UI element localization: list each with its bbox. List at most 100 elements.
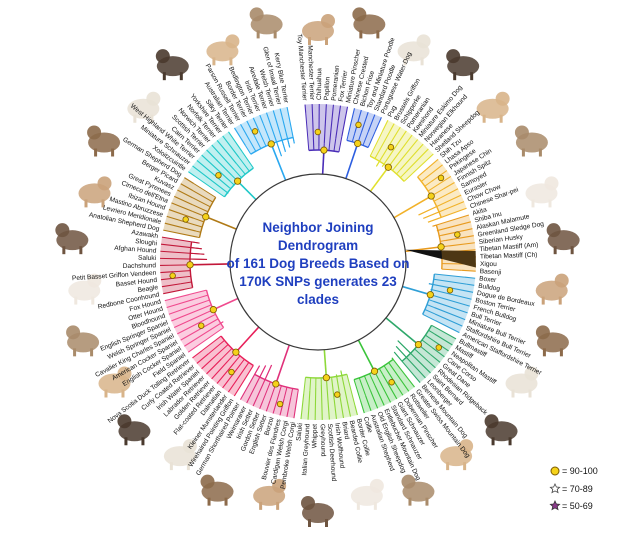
dog-leg-shape [425,498,428,506]
dog-leg-shape [170,462,173,470]
title-line-5: clades [297,292,339,307]
title-line-4: 170K SNPs generates 23 [239,274,397,289]
dog-head-shape [321,14,335,28]
bootstrap-node [187,262,193,268]
dog-leg-shape [559,297,562,305]
bootstrap-node [389,379,395,385]
dog-leg-shape [359,30,362,38]
dog-leg-shape [257,30,260,38]
dog-head-shape [536,325,550,339]
dog-head-shape [544,176,558,190]
clade-stem [402,287,430,295]
dog-head-shape [87,126,101,140]
clade-spoke [282,140,285,152]
clade-spoke [428,217,441,222]
dog-photo-icon [536,325,569,356]
clade-spoke [398,341,411,354]
clade-spoke [293,137,294,143]
bootstrap-node [203,214,209,220]
dog-leg-shape [212,57,215,65]
bootstrap-node [315,129,321,135]
dog-leg-shape [531,199,534,207]
dog-photo-icon [201,475,234,506]
dog-photo-icon [117,414,150,445]
dog-leg-shape [79,246,82,254]
purple-star-icon [550,501,559,510]
clade-stem [236,327,259,352]
clade-stem [386,318,418,345]
clade-wedge [347,108,382,147]
bootstrap-node [183,217,189,223]
bootstrap-node [268,141,274,147]
dog-leg-shape [94,149,97,157]
dog-leg-shape [408,498,411,506]
dog-head-shape [146,92,160,106]
dog-leg-shape [509,437,512,445]
dog-photo-icon [79,176,112,207]
dog-leg-shape [512,390,515,398]
leaf-label: Chihuahua [316,68,323,100]
clade-spoke [423,212,439,218]
dog-leg-shape [463,462,466,470]
bootstrap-node [356,122,362,128]
bootstrap-node [438,244,444,250]
leaf-label: Tibetan Mastiff (Ch) [480,252,538,261]
bootstrap-node [334,392,340,398]
clade-spoke [394,352,402,361]
dog-leg-shape [500,115,503,123]
dog-head-shape [352,7,366,21]
dog-leg-shape [124,437,127,445]
dog-leg-shape [542,297,545,305]
dog-photo-icon [87,126,120,157]
dog-leg-shape [74,297,77,305]
clade-stem [394,196,431,218]
dog-leg-shape [446,462,449,470]
yellow-dot-icon [551,467,559,475]
dog-leg-shape [62,246,65,254]
dog-leg-shape [548,199,551,207]
dog-leg-shape [133,115,136,123]
leaf-label: Dachshund [123,262,157,270]
clade-stem [370,167,388,191]
dog-photo-icon [55,223,88,254]
dog-head-shape [250,7,264,21]
bootstrap-node [321,147,327,153]
title-line-2: Dendrogram [278,238,358,253]
legend-label-3: = 50-69 [562,501,593,511]
bootstrap-node [323,374,329,380]
title-line-1: Neighbor Joining [263,220,374,235]
dog-photo-icon [351,479,384,510]
bootstrap-node [170,273,176,279]
dog-leg-shape [90,348,93,356]
legend-label-1: = 90-100 [562,466,598,476]
dog-leg-shape [111,149,114,157]
dog-photo-icon [485,414,518,445]
dog-leg-shape [229,57,232,65]
bootstrap-node [252,129,258,135]
dog-photo-icon [547,223,580,254]
clade-spoke [255,366,260,375]
dog-leg-shape [180,72,183,80]
dog-leg-shape [208,498,211,506]
clade-spoke [341,371,342,376]
dog-head-shape [417,34,431,48]
bootstrap-node [427,291,433,297]
dog-head-shape [555,274,569,288]
dog-leg-shape [259,502,262,510]
leaf-label: Greyhound [319,424,327,457]
dog-photo-icon [206,34,239,65]
clade-spoke [288,139,290,148]
clade-spoke [376,161,379,166]
dog-leg-shape [325,37,328,45]
dog-head-shape [485,414,499,428]
dog-leg-shape [276,502,279,510]
clade-stem [276,345,289,384]
dog-leg-shape [325,519,328,527]
dog-photo-icon [301,496,334,527]
clade-spoke [221,322,224,324]
title-line-3: of 161 Dog Breeds Based on [226,256,409,271]
clade-stem [346,143,358,178]
bootstrap-node [216,173,222,179]
